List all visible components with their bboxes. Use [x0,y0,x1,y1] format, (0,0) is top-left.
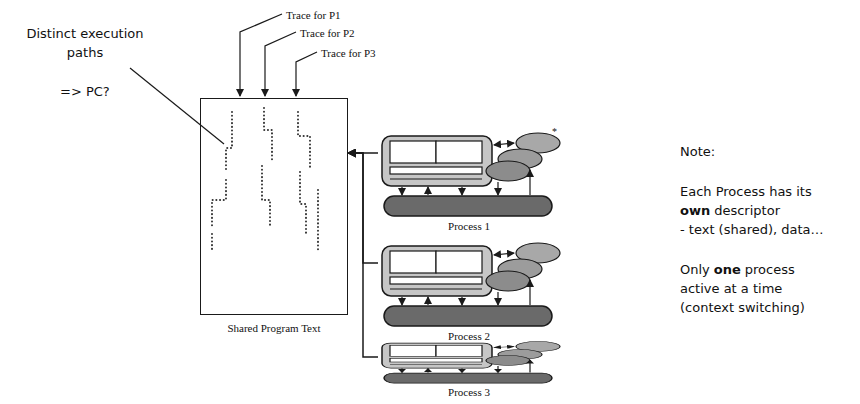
process-figure [382,243,560,326]
leader-line [130,68,224,144]
note-emphasis: one [714,260,741,279]
trace-label: Trace for P1 [286,7,341,23]
program-text-box: Shared Program Text [200,98,348,335]
note-text: - text (shared), data… [680,220,824,239]
program-text-outline [200,98,348,315]
node-caption: Shared Program Text [200,322,348,335]
process-label: Process 3 [378,386,560,399]
process-node: Process 2 [378,244,560,344]
callout-note: Distinct execution paths [24,24,146,62]
note-text: Each Process has its [680,182,812,201]
trace-p2 [262,108,272,226]
note-text: (context switching) [680,298,805,317]
process-node: Process 1 [378,134,560,234]
trace-dots [212,108,318,250]
trace-label: Trace for P3 [321,45,376,61]
asterisk-mark: * [552,124,557,139]
leader-line [240,14,282,96]
process-label: Process 2 [378,330,560,343]
leader-line [265,32,296,96]
leader-line [296,52,317,96]
connector-arrow [348,153,378,357]
callout-note: => PC? [60,82,110,101]
process-label: Process 1 [378,220,560,233]
note-emphasis: own [680,201,710,220]
note-heading: Note: [680,142,715,161]
note-text: active at a time [680,279,782,298]
process-node: Process 3 [378,341,560,400]
note-text: Only [680,260,710,279]
trace-p3 [298,112,318,250]
trace-p1 [212,112,232,250]
process-figure [382,133,560,216]
trace-label: Trace for P2 [300,25,355,41]
note-text: process [745,260,795,279]
process-figure [382,342,560,384]
note-text: descriptor [714,201,780,220]
leader-lines [130,14,317,144]
